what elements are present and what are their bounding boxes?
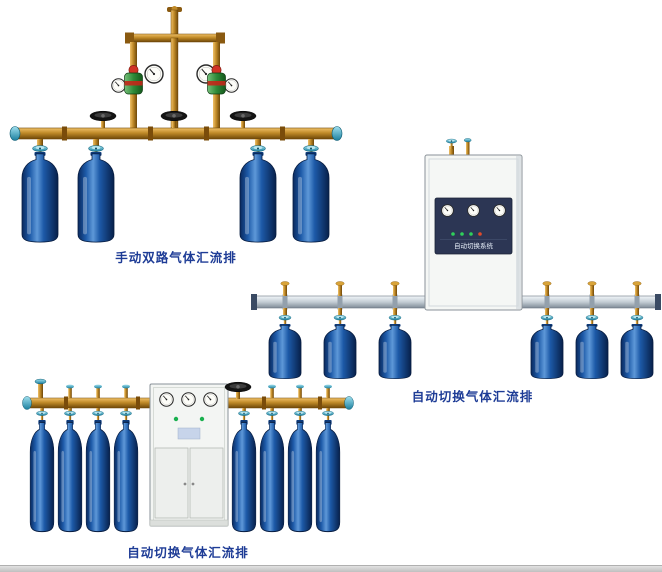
auto-switch-floor-illustration xyxy=(22,378,354,550)
gas-cylinder xyxy=(316,420,340,532)
indicator-light xyxy=(173,416,179,422)
valve-handwheel xyxy=(224,381,252,399)
inlet-pipe-assembly xyxy=(125,6,225,129)
indicator-light xyxy=(460,232,464,236)
pressure-gauge xyxy=(144,64,164,84)
gas-cylinder xyxy=(529,324,565,380)
door-handle xyxy=(191,482,195,486)
gas-cylinder xyxy=(267,324,303,380)
cabinet-inlet-fittings xyxy=(449,138,472,156)
gas-cylinder xyxy=(232,420,256,532)
auto-switch-wall-illustration: 自动切换系统 xyxy=(251,138,661,380)
page-bottom-divider xyxy=(0,565,662,572)
gas-cylinder xyxy=(288,420,312,532)
gas-regulator xyxy=(124,64,143,98)
regulator-drop-pipe xyxy=(130,96,137,128)
pipe-top-fittings xyxy=(66,384,332,398)
cabinet-panel xyxy=(434,197,513,255)
gas-cylinder xyxy=(86,420,110,532)
product-caption: 自动切换气体汇流排 xyxy=(411,390,534,404)
gas-cylinder xyxy=(377,324,413,380)
gas-cylinder xyxy=(574,324,610,380)
gas-cylinder xyxy=(20,152,60,244)
indicator-light xyxy=(478,232,482,236)
cylinder-connections xyxy=(37,139,314,147)
product-image-auto-switch-wall: 自动切换系统 xyxy=(250,138,662,400)
pressure-gauge xyxy=(181,392,196,407)
gas-cylinder xyxy=(76,152,116,244)
riser-valve xyxy=(34,378,47,385)
indicator-light xyxy=(469,232,473,236)
gas-cylinder xyxy=(619,324,655,380)
product-image-manual-dual-manifold xyxy=(8,6,344,246)
cabinet-inlet-valve xyxy=(445,138,458,149)
gas-cylinder xyxy=(260,420,284,532)
gas-cylinder xyxy=(322,324,358,380)
gas-cylinder xyxy=(30,420,54,532)
pipe-end-cap xyxy=(9,126,21,141)
valve-handwheel xyxy=(89,110,117,128)
pipe-end-cap xyxy=(22,396,32,410)
product-image-auto-switch-floor xyxy=(18,372,358,550)
indicator-light xyxy=(199,416,205,422)
regulator-drop-pipe xyxy=(213,96,220,128)
pressure-gauge xyxy=(159,392,174,407)
manifold-pipe xyxy=(9,126,343,141)
pressure-gauge xyxy=(493,204,506,217)
pressure-gauge xyxy=(111,78,126,93)
cabinet-nameplate xyxy=(177,427,201,440)
gas-cylinder xyxy=(114,420,138,532)
cabinet-label: 自动切换系统 xyxy=(454,241,494,250)
valve-handwheel xyxy=(229,110,257,128)
cylinder-connections xyxy=(283,308,639,318)
pressure-gauge xyxy=(467,204,480,217)
pressure-gauge xyxy=(441,204,454,217)
cabinet-door xyxy=(189,447,224,519)
pipe-end-cap xyxy=(344,396,354,410)
door-handle xyxy=(183,482,187,486)
pipe-top-fittings xyxy=(280,281,642,296)
product-caption: 手动双路气体汇流排 xyxy=(115,251,237,265)
control-cabinet xyxy=(149,383,229,527)
valve-handwheel xyxy=(160,110,188,128)
cabinet-door xyxy=(154,447,189,519)
pipe-end-flange xyxy=(655,294,661,310)
manual-manifold-illustration xyxy=(9,6,343,244)
control-cabinet: 自动切换系统 xyxy=(424,154,523,311)
pipe-end-cap xyxy=(331,126,343,141)
pressure-gauge xyxy=(203,392,218,407)
gas-cylinder xyxy=(58,420,82,532)
indicator-light xyxy=(451,232,455,236)
pressure-gauge xyxy=(224,78,239,93)
product-caption: 自动切换气体汇流排 xyxy=(127,546,249,560)
pipe-end-flange xyxy=(251,294,257,310)
